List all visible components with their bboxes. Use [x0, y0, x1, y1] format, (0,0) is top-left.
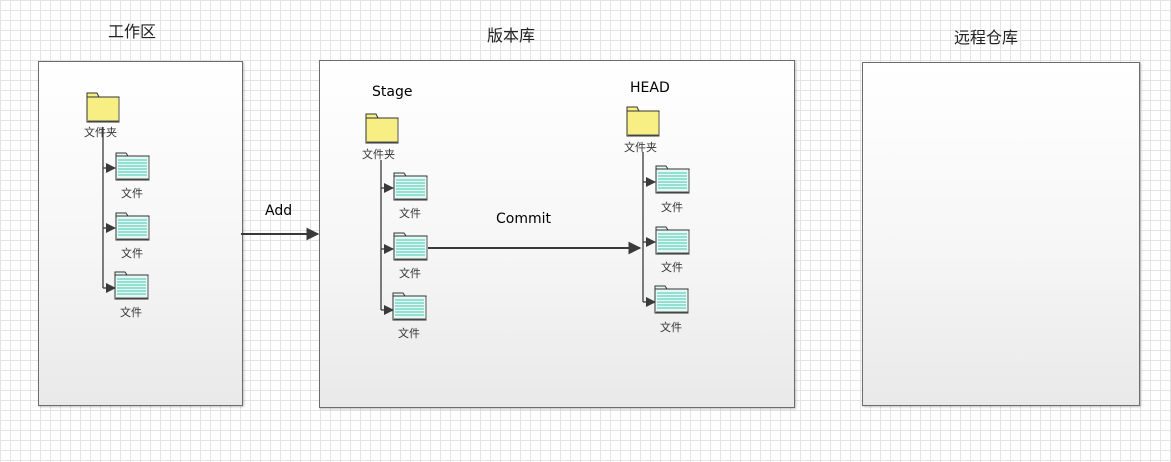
stage-file-label: 文件: [399, 207, 421, 220]
working-folder-label: 文件夹: [84, 126, 117, 139]
stage-file-icon: [393, 172, 428, 201]
stage-folder-icon: [365, 113, 399, 144]
stage-label: Stage: [372, 84, 413, 100]
head-label: HEAD: [630, 80, 670, 96]
working-tree: [102, 127, 116, 293]
stage-file-icon: [393, 232, 428, 261]
working-file-icon: [115, 212, 150, 241]
head-file-label: 文件: [661, 261, 683, 274]
working-file-label: 文件: [120, 306, 142, 319]
stage-file-label: 文件: [399, 267, 421, 280]
head-file-icon: [654, 285, 689, 314]
working-area-title: 工作区: [108, 22, 157, 41]
working-folder-icon: [86, 92, 120, 123]
head-folder-label: 文件夹: [624, 141, 657, 154]
head-file-label: 文件: [661, 201, 683, 214]
working-file-icon: [114, 271, 149, 300]
stage-file-label: 文件: [398, 327, 420, 340]
working-file-icon: [115, 152, 150, 181]
stage-file-icon: [392, 292, 427, 321]
remote-repository-title: 远程仓库: [954, 28, 1019, 47]
stage-tree: [380, 160, 394, 315]
repository-title: 版本库: [487, 26, 536, 45]
head-folder-icon: [626, 106, 660, 137]
head-tree: [642, 152, 656, 307]
commit-label: Commit: [496, 211, 551, 227]
working-file-label: 文件: [121, 187, 143, 200]
working-file-label: 文件: [121, 247, 143, 260]
remote-repository-box: [862, 62, 1140, 406]
stage-folder-label: 文件夹: [362, 148, 395, 161]
head-file-icon: [655, 165, 690, 194]
head-file-icon: [655, 226, 690, 255]
head-file-label: 文件: [660, 321, 682, 334]
add-label: Add: [265, 203, 293, 219]
